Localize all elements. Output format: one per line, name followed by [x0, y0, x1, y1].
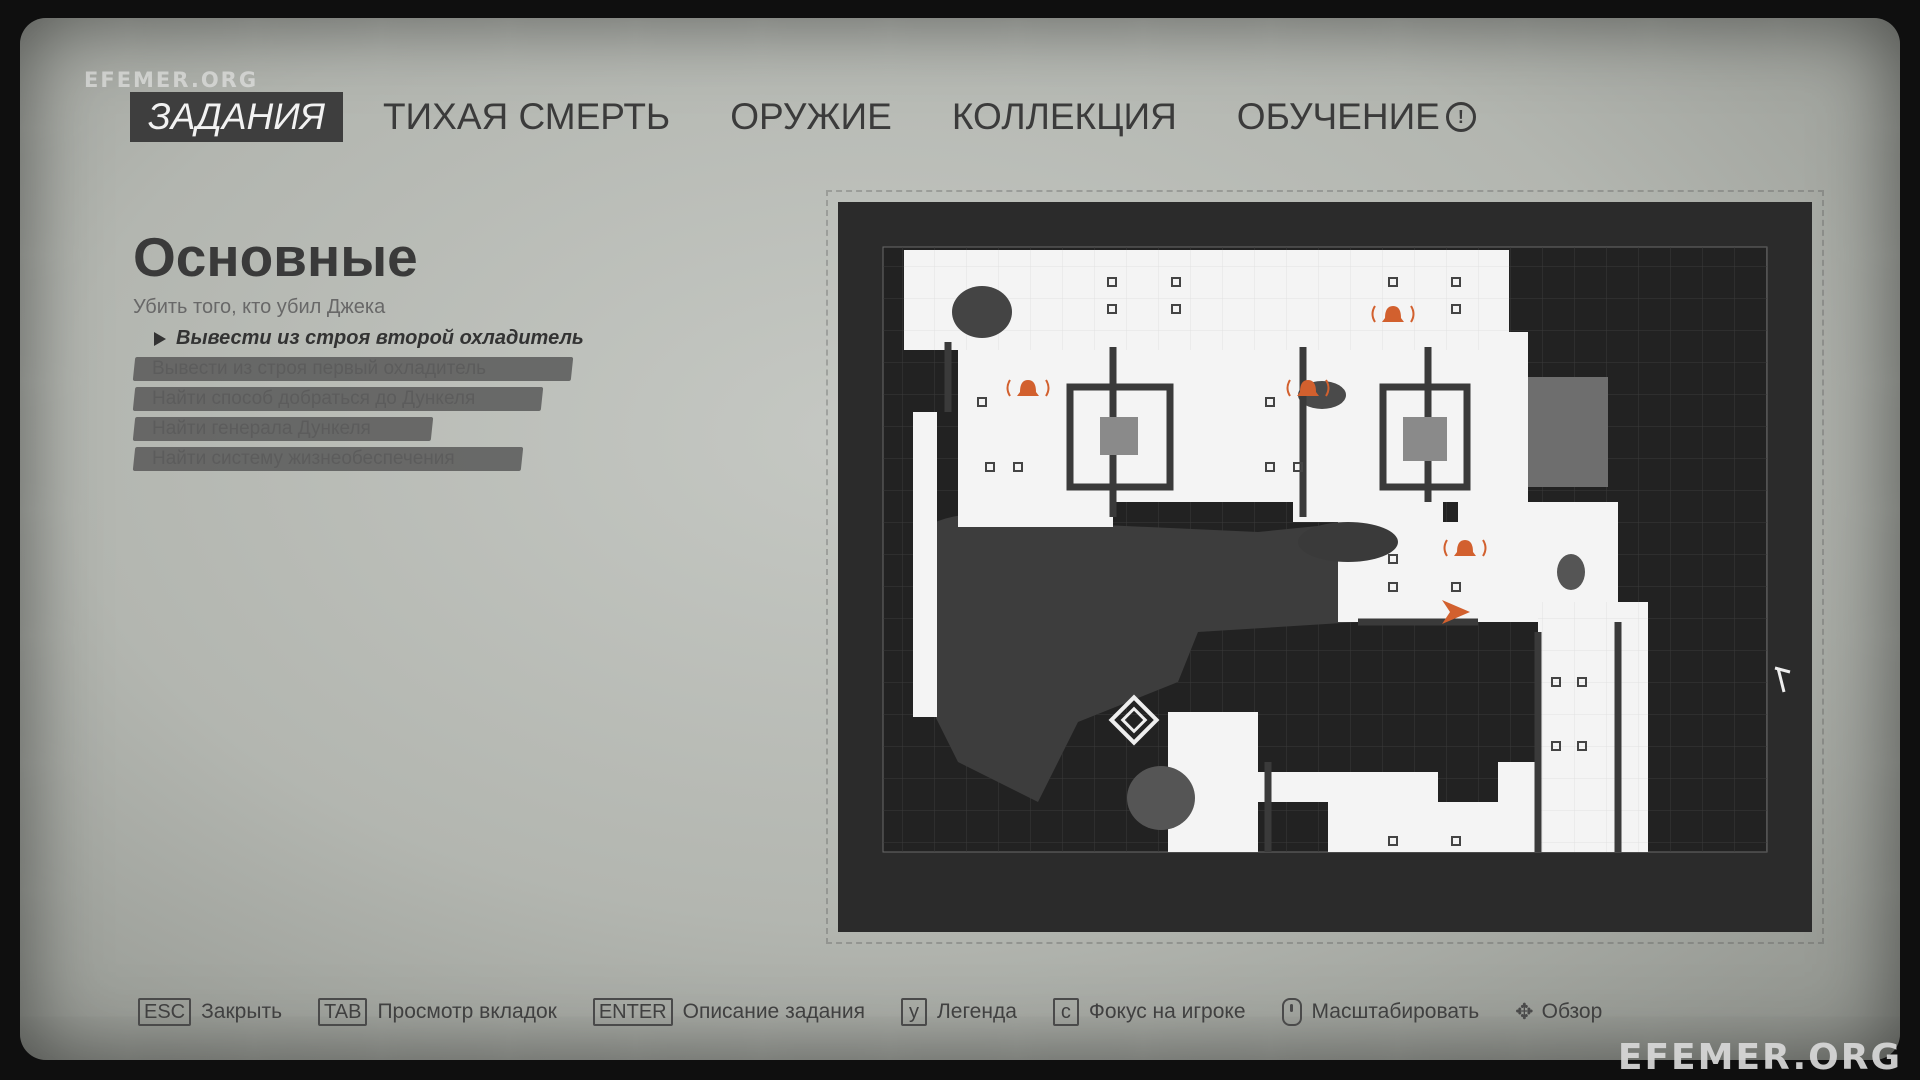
watermark-bottom: EFEMER.ORG	[1617, 1037, 1902, 1078]
tab-collection[interactable]: КОЛЛЕКЦИЯ	[951, 96, 1177, 137]
tab-training[interactable]: ОБУЧЕНИЕ !	[1237, 92, 1476, 142]
level-map[interactable]	[826, 190, 1824, 944]
watermark-top: EFEMER.ORG	[84, 68, 259, 92]
alarm-bell-icon[interactable]	[1006, 379, 1050, 397]
move-icon: ✥	[1515, 999, 1534, 1024]
completed-objective: Найти систему жизнеобеспечения	[132, 444, 524, 474]
alarm-bell-icon[interactable]	[1286, 379, 1330, 397]
completed-objective: Найти способ добраться до Дункеля	[132, 384, 544, 414]
alarm-bell-icon[interactable]	[1371, 305, 1415, 323]
hotkey-legend[interactable]: y Легенда	[901, 998, 1017, 1026]
hotkey-zoom[interactable]: Масштабировать	[1281, 998, 1479, 1026]
diamond-target-icon[interactable]	[1108, 694, 1160, 746]
hotkey-description[interactable]: ENTER Описание задания	[592, 998, 865, 1026]
key-y: y	[901, 998, 928, 1026]
mission-name: Убить того, кто убил Джека	[133, 296, 386, 318]
play-arrow-icon	[154, 331, 166, 346]
hotkey-tabs[interactable]: TAB Просмотр вкладок	[318, 998, 557, 1026]
completed-objectives: Вывести из строя первый охладитель Найти…	[132, 354, 574, 474]
alert-icon: !	[1445, 102, 1476, 132]
map-canvas[interactable]	[838, 202, 1812, 932]
hotkey-bar: ESC Закрыть TAB Просмотр вкладок ENTER О…	[138, 998, 1638, 1026]
hotkey-close[interactable]: ESC Закрыть	[138, 998, 282, 1026]
key-enter: ENTER	[592, 998, 673, 1026]
player-arrow-icon	[1442, 600, 1470, 624]
key-esc: ESC	[138, 998, 192, 1026]
mouse-wheel-icon	[1281, 998, 1302, 1026]
marker-icon	[1774, 666, 1791, 693]
current-objective[interactable]: Вывести из строя второй охладитель	[154, 327, 584, 350]
alarm-bell-icon[interactable]	[1443, 539, 1487, 557]
tab-silent-death[interactable]: ТИХАЯ СМЕРТЬ	[382, 96, 671, 137]
tab-bar: ЗАДАНИЯ ТИХАЯ СМЕРТЬ ОРУЖИЕ КОЛЛЕКЦИЯ ОБ…	[130, 92, 1536, 142]
tab-training-label: ОБУЧЕНИЕ	[1236, 96, 1440, 137]
current-objective-label: Вывести из строя второй охладитель	[176, 327, 584, 349]
hotkey-focus-player[interactable]: c Фокус на игроке	[1052, 998, 1246, 1026]
key-c: c	[1052, 998, 1079, 1026]
tab-missions[interactable]: ЗАДАНИЯ	[130, 92, 343, 142]
completed-objective: Вывести из строя первый охладитель	[132, 354, 574, 384]
hotkey-pan[interactable]: ✥ Обзор	[1515, 999, 1603, 1024]
game-menu-screen: EFEMER.ORG ЗАДАНИЯ ТИХАЯ СМЕРТЬ ОРУЖИЕ К…	[20, 18, 1900, 1060]
objectives-title: Основные	[133, 226, 418, 288]
tab-weapons[interactable]: ОРУЖИЕ	[730, 96, 892, 137]
completed-objective: Найти генерала Дункеля	[132, 414, 486, 444]
key-tab: TAB	[318, 998, 368, 1026]
